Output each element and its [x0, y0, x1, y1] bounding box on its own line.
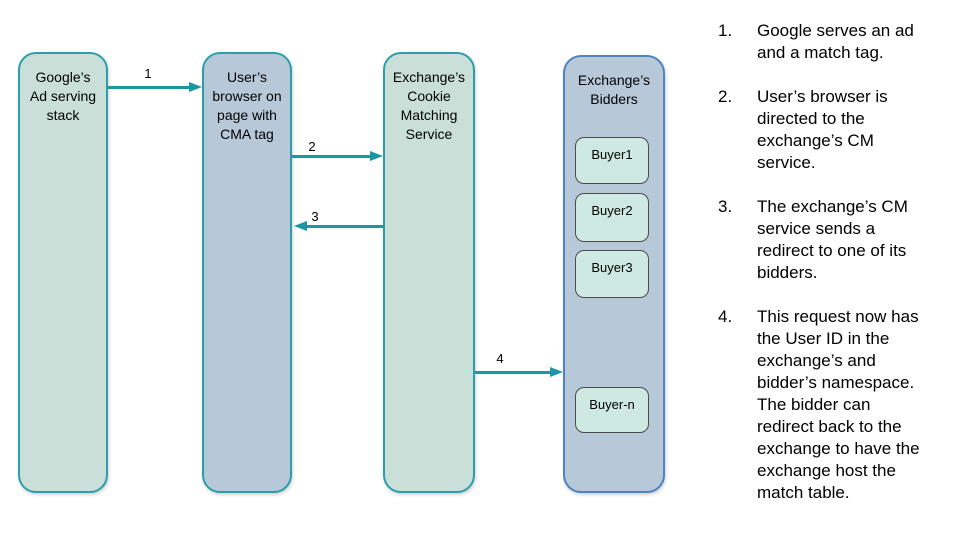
- node-bidders-label: Exchange’s Bidders: [577, 72, 651, 107]
- step-4-number: 4.: [718, 307, 733, 326]
- buyer-box-3: Buyer3: [575, 250, 649, 298]
- step-2-text: User’s browser is directed to the exchan…: [757, 87, 888, 172]
- step-item-3: 3. The exchange’s CM service sends a red…: [706, 196, 958, 284]
- buyer-box-1: Buyer1: [575, 137, 649, 184]
- step-item-1: 1. Google serves an ad and a match tag.: [706, 20, 958, 64]
- node-browser-label: User’s browser on page with CMA tag: [212, 69, 282, 142]
- arrow-1-line: [108, 86, 190, 89]
- arrow-2-label: 2: [308, 139, 316, 154]
- arrow-3-line: [306, 225, 383, 228]
- steps-list: 1. Google serves an ad and a match tag. …: [706, 20, 958, 526]
- arrow-3-head-icon: [294, 221, 307, 231]
- node-users-browser: User’s browser on page with CMA tag: [202, 52, 292, 493]
- buyer-box-2: Buyer2: [575, 193, 649, 242]
- arrow-4-line: [475, 371, 551, 374]
- arrow-1: 1: [108, 64, 202, 95]
- step-item-4: 4. This request now has the User ID in t…: [706, 306, 958, 504]
- step-3-text: The exchange’s CM service sends a redire…: [757, 197, 908, 282]
- buyer-n-label: Buyer-n: [589, 397, 635, 412]
- buyer-2-label: Buyer2: [591, 203, 633, 218]
- step-1-number: 1.: [718, 21, 733, 40]
- buyer-3-label: Buyer3: [591, 260, 633, 275]
- node-cm-service-label: Exchange’s Cookie Matching Service: [392, 69, 466, 142]
- node-exchange-bidders: Exchange’s Bidders Buyer1 Buyer2 Buyer3 …: [563, 55, 665, 493]
- node-google-label: Google’s Ad serving stack: [29, 69, 97, 123]
- arrow-1-head-icon: [189, 82, 202, 92]
- buyer-box-n: Buyer-n: [575, 387, 649, 433]
- step-4-text: This request now has the User ID in the …: [757, 307, 920, 502]
- step-3-number: 3.: [718, 197, 733, 216]
- arrow-3: 3: [294, 205, 383, 236]
- arrow-2-line: [292, 155, 371, 158]
- arrow-1-label: 1: [144, 66, 152, 81]
- buyer-1-label: Buyer1: [591, 147, 633, 162]
- arrow-2: 2: [292, 135, 383, 166]
- arrow-4-head-icon: [550, 367, 563, 377]
- arrow-3-label: 3: [311, 209, 319, 224]
- step-1-text: Google serves an ad and a match tag.: [757, 21, 914, 62]
- step-2-number: 2.: [718, 87, 733, 106]
- arrow-2-head-icon: [370, 151, 383, 161]
- node-google-ad-serving-stack: Google’s Ad serving stack: [18, 52, 108, 493]
- step-item-2: 2. User’s browser is directed to the exc…: [706, 86, 958, 174]
- node-exchange-cookie-matching-service: Exchange’s Cookie Matching Service: [383, 52, 475, 493]
- arrow-4-label: 4: [496, 351, 504, 366]
- arrow-4: 4: [475, 347, 563, 378]
